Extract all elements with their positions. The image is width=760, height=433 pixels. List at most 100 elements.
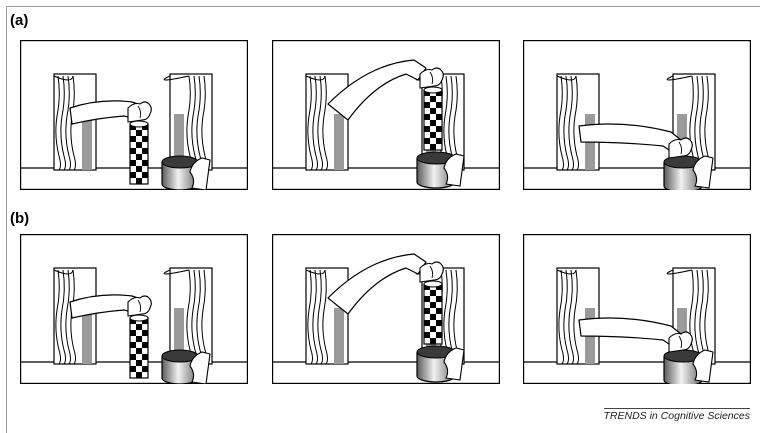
support-hand	[443, 347, 465, 381]
checker-square	[430, 338, 436, 344]
panel-b1-grasp	[20, 234, 248, 384]
checker-square	[424, 326, 430, 332]
checker-square	[130, 372, 136, 378]
scene-insert-illustration	[523, 40, 751, 190]
support-hand-shape	[443, 347, 465, 381]
checker-square	[142, 336, 148, 342]
checker-square	[430, 120, 436, 126]
left-window	[53, 73, 97, 171]
checker-square	[136, 342, 142, 348]
checker-square	[136, 130, 142, 136]
grasping-hand	[127, 101, 152, 123]
scene-lift-illustration	[272, 234, 500, 384]
checker-square	[130, 178, 136, 184]
cylinder-top	[423, 86, 443, 94]
finger-line	[137, 105, 142, 119]
checker-square	[424, 290, 430, 296]
checker-square	[136, 148, 142, 154]
curtain-fold	[568, 269, 574, 365]
hand-shape	[668, 331, 693, 353]
hand-shape	[419, 67, 444, 89]
grey-cup	[416, 345, 456, 383]
checker-square	[430, 308, 436, 314]
checker-square	[430, 108, 436, 114]
checker-square	[430, 144, 436, 150]
curtain-top	[305, 269, 326, 275]
support-hand	[189, 351, 211, 384]
checkered-cylinder	[423, 280, 443, 345]
panel-a3-insert	[523, 40, 751, 190]
support-hand-shape	[189, 157, 211, 190]
curtain-top	[53, 269, 74, 275]
checker-square	[142, 330, 148, 336]
checker-square	[436, 126, 442, 132]
curtain-fold	[322, 75, 328, 171]
checker-square	[430, 314, 436, 320]
cup-body	[663, 162, 703, 190]
checker-square	[436, 302, 442, 308]
curtain-fold	[70, 269, 76, 365]
curtain-shadow	[82, 308, 92, 364]
cylinder-top	[129, 120, 149, 128]
checker-square	[430, 126, 436, 132]
checker-square	[436, 108, 442, 114]
checker-square	[436, 96, 442, 102]
support-hand	[692, 155, 714, 189]
curtain-shadow	[334, 308, 344, 364]
finger-line	[137, 299, 142, 313]
panel-a1-grasp	[20, 40, 248, 190]
panel-b2-lift	[272, 234, 500, 384]
checker-square	[436, 132, 442, 138]
scene-lift-illustration	[272, 40, 500, 190]
checker-square	[424, 138, 430, 144]
curtain-fold	[55, 75, 61, 171]
support-hand-shape	[443, 153, 465, 187]
curtain-shadow	[174, 114, 184, 170]
curtain-fold	[317, 75, 323, 171]
curtain-fold	[70, 75, 76, 171]
checker-square	[130, 360, 136, 366]
checker-square	[424, 108, 430, 114]
scene-grasp-illustration	[20, 40, 248, 190]
left-window	[305, 267, 349, 365]
checker-square	[424, 132, 430, 138]
hand-shape	[419, 261, 444, 283]
checker-square	[130, 142, 136, 148]
arm-sleeve	[327, 59, 427, 121]
right-window	[163, 73, 213, 171]
checker-square	[136, 336, 142, 342]
checker-square	[430, 96, 436, 102]
checker-square	[136, 178, 142, 184]
checker-square	[136, 142, 142, 148]
curtain-fold	[558, 75, 564, 171]
reaching-arm	[327, 59, 427, 121]
curtain-fold	[573, 269, 579, 365]
checker-square	[130, 342, 136, 348]
checker-square	[436, 144, 442, 150]
checker-square	[130, 136, 136, 142]
support-hand	[692, 349, 714, 383]
checker-square	[130, 160, 136, 166]
checker-square	[436, 138, 442, 144]
checker-square	[424, 102, 430, 108]
checker-square	[130, 324, 136, 330]
checkered-cylinder	[129, 120, 149, 185]
checker-square	[142, 360, 148, 366]
left-window	[305, 73, 349, 171]
support-hand-shape	[692, 155, 714, 189]
support-hand	[189, 157, 211, 190]
checker-square	[424, 90, 430, 96]
checker-square	[430, 320, 436, 326]
checker-square	[436, 284, 442, 290]
curtain-fold	[65, 269, 71, 365]
checker-square	[142, 178, 148, 184]
checker-square	[142, 130, 148, 136]
curtain-shadow	[82, 114, 92, 170]
checker-square	[436, 296, 442, 302]
inserting-hand	[668, 137, 693, 159]
checker-square	[136, 372, 142, 378]
hand-shape	[127, 295, 152, 317]
support-hand-shape	[692, 349, 714, 383]
checker-square	[130, 318, 136, 324]
checker-square	[142, 166, 148, 172]
